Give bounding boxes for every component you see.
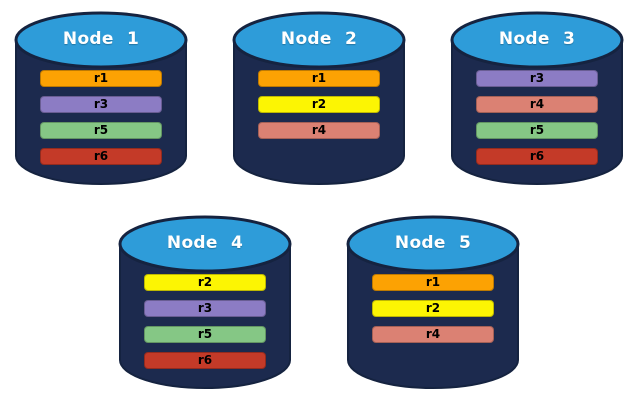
replica-list: r1 r2 r4 <box>372 274 494 343</box>
replica-bar: r4 <box>258 122 380 139</box>
replica-bar: r1 <box>372 274 494 291</box>
node-title: Node 2 <box>280 29 358 49</box>
database-node: Node 4 r2 r3 r5 r6 <box>117 212 293 392</box>
replica-bar: r6 <box>144 352 266 369</box>
replica-list: r3 r4 r5 r6 <box>476 70 598 165</box>
replica-bar: r1 <box>40 70 162 87</box>
database-node: Node 3 r3 r4 r5 r6 <box>449 8 625 188</box>
replica-list: r1 r2 r4 <box>258 70 380 139</box>
replica-bar: r5 <box>144 326 266 343</box>
replica-bar: r3 <box>40 96 162 113</box>
replica-bar: r2 <box>144 274 266 291</box>
replica-bar: r2 <box>372 300 494 317</box>
replica-bar: r1 <box>258 70 380 87</box>
replica-bar: r6 <box>476 148 598 165</box>
bottom-row: Node 4 r2 r3 r5 r6 Node 5 r1 r2 r4 <box>0 188 638 392</box>
database-node: Node 2 r1 r2 r4 <box>231 8 407 188</box>
node-title: Node 5 <box>394 233 472 253</box>
node-title: Node 3 <box>498 29 576 49</box>
replica-bar: r3 <box>144 300 266 317</box>
node-title: Node 4 <box>166 233 244 253</box>
node-title: Node 1 <box>62 29 140 49</box>
replica-bar: r4 <box>372 326 494 343</box>
database-node: Node 5 r1 r2 r4 <box>345 212 521 392</box>
database-node: Node 1 r1 r3 r5 r6 <box>13 8 189 188</box>
replica-list: r1 r3 r5 r6 <box>40 70 162 165</box>
replica-bar: r6 <box>40 148 162 165</box>
replica-bar: r5 <box>476 122 598 139</box>
replica-list: r2 r3 r5 r6 <box>144 274 266 369</box>
replica-bar: r3 <box>476 70 598 87</box>
replica-bar: r2 <box>258 96 380 113</box>
replica-bar: r5 <box>40 122 162 139</box>
replica-bar: r4 <box>476 96 598 113</box>
